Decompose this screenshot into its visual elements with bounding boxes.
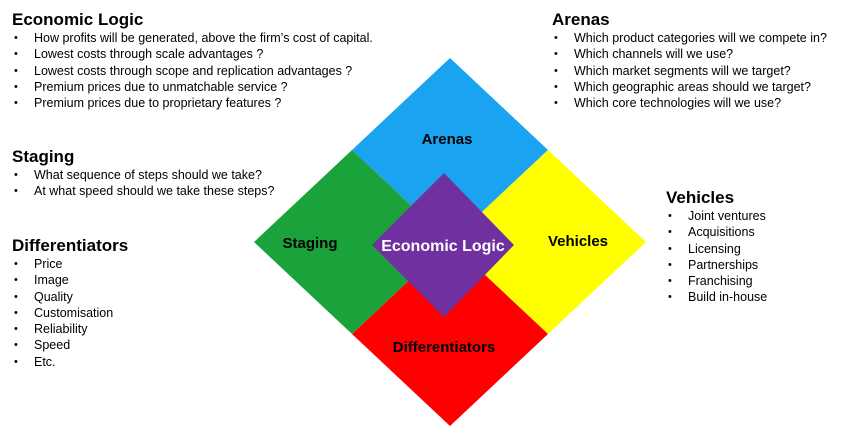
list-item: •Lowest costs through scope and replicat… [14,63,353,78]
bullet-icon: • [668,210,672,222]
list-item: •Joint ventures [668,209,766,223]
bullet-icon: • [554,32,558,44]
list-item: •Which channels will we use? [554,47,734,62]
arenas-section: Arenas •Which product categories will we… [552,10,827,111]
list-item: •Image [14,273,69,288]
list-item: •How profits will be generated, above th… [14,31,373,45]
differentiators-heading: Differentiators [12,236,129,255]
list-item: •Which core technologies will we use? [554,96,782,111]
vehicles-section: Vehicles •Joint ventures •Acquisitions •… [666,188,767,306]
vehicles-heading: Vehicles [666,188,735,207]
bullet-icon: • [668,275,672,288]
vehicles-list: •Joint ventures •Acquisitions •Licensing… [666,208,767,306]
arenas-label: Arenas [422,131,473,148]
list-item: •At what speed should we take these step… [14,184,275,199]
economic-logic-center-label: Economic Logic [381,238,505,255]
bullet-icon: • [668,242,672,255]
list-item: •Price [14,257,63,271]
bullet-icon: • [14,97,18,110]
arenas-list: •Which product categories will we compet… [552,30,827,111]
bullet-icon: • [668,258,672,271]
list-item: •Customisation [14,305,114,320]
list-item: •Acquisitions [668,225,755,240]
staging-label: Staging [283,235,338,252]
list-item: •Reliability [14,322,88,337]
bullet-icon: • [14,169,18,181]
list-item: •Lowest costs through scale advantages ? [14,47,264,62]
list-item: •What sequence of steps should we take? [14,168,262,182]
list-item: •Quality [14,289,73,304]
list-item: •Etc. [14,354,56,369]
bullet-icon: • [14,258,18,270]
list-item: •Premium prices due to unmatchable servi… [14,79,288,94]
staging-section: Staging •What sequence of steps should w… [12,147,274,200]
bullet-icon: • [554,97,558,110]
bullet-icon: • [14,64,18,77]
differentiators-quadrant [352,242,548,426]
bullet-icon: • [14,306,18,319]
bullet-icon: • [14,32,18,44]
bullet-icon: • [14,355,18,368]
bullet-icon: • [14,323,18,336]
bullet-icon: • [14,290,18,303]
list-item: •Premium prices due to proprietary featu… [14,96,282,111]
staging-list: •What sequence of steps should we take? … [12,167,274,200]
economic-logic-section: Economic Logic •How profits will be gene… [12,10,373,111]
differentiators-list: •Price •Image •Quality •Customisation •R… [12,256,128,370]
arenas-heading: Arenas [552,10,610,29]
vehicles-label: Vehicles [548,233,608,250]
bullet-icon: • [554,48,558,61]
bullet-icon: • [14,339,18,352]
bullet-icon: • [14,274,18,287]
economic-logic-center [372,173,514,317]
bullet-icon: • [554,80,558,93]
bullet-icon: • [668,226,672,239]
list-item: •Franchising [668,274,753,289]
list-item: •Speed [14,338,71,353]
bullet-icon: • [668,291,672,304]
differentiators-label: Differentiators [393,339,496,356]
list-item: •Build in-house [668,290,768,305]
bullet-icon: • [14,185,18,198]
economic-logic-heading: Economic Logic [12,10,144,29]
list-item: •Which market segments will we target? [554,63,791,78]
staging-heading: Staging [12,147,75,166]
list-item: •Which geographic areas should we target… [554,79,811,94]
bullet-icon: • [554,64,558,77]
bullet-icon: • [14,80,18,93]
list-item: •Partnerships [668,257,759,272]
bullet-icon: • [14,48,18,61]
list-item: •Which product categories will we compet… [554,31,827,45]
economic-logic-list: •How profits will be generated, above th… [12,30,373,111]
list-item: •Licensing [668,241,741,256]
differentiators-section: Differentiators •Price •Image •Quality •… [12,236,128,370]
